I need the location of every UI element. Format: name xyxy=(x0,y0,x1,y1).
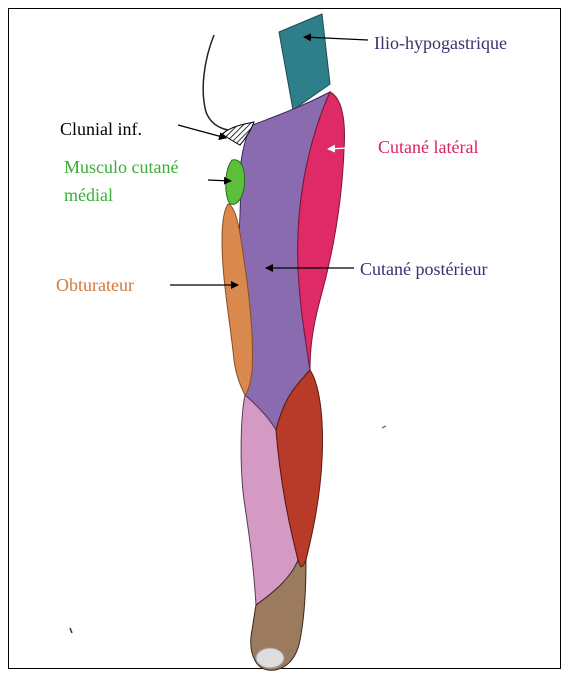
stray-mark xyxy=(70,628,72,633)
label-clunial-inf: Clunial inf. xyxy=(60,118,142,140)
label-ilio-hypogastrique: Ilio-hypogastrique xyxy=(374,32,507,54)
stray-mark xyxy=(382,426,386,428)
label-cutane-posterieur: Cutané postérieur xyxy=(360,258,487,280)
label-obturateur: Obturateur xyxy=(56,274,134,296)
label-musculo-cutane-medial-line2: médial xyxy=(64,184,113,206)
label-cutane-lateral: Cutané latéral xyxy=(378,136,478,158)
heel-pad xyxy=(256,648,284,668)
buttock-outline xyxy=(203,35,252,131)
label-musculo-cutane-medial-line1: Musculo cutané xyxy=(64,156,178,178)
